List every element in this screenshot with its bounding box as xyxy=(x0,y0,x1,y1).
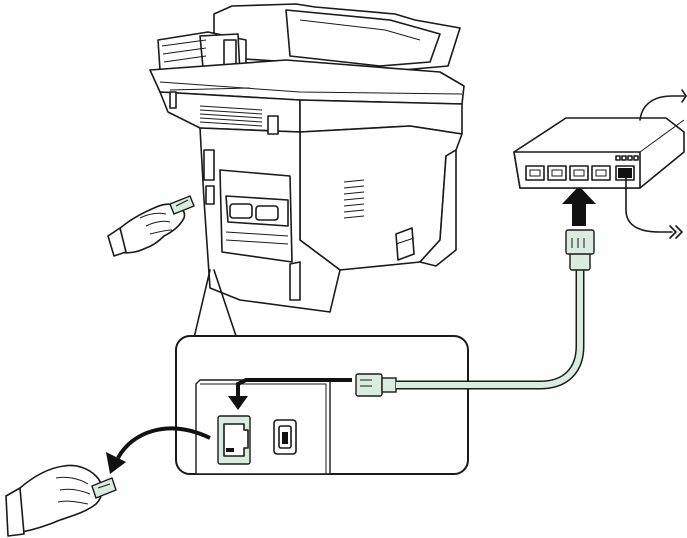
network-hub xyxy=(514,90,686,238)
hand-holding-connector-icon xyxy=(108,196,194,256)
usb-port xyxy=(274,420,296,454)
multifunction-printer xyxy=(150,4,464,312)
zoom-panel xyxy=(176,336,468,474)
lan-plug-hub-side xyxy=(566,230,594,270)
arrow-down-icon xyxy=(562,186,596,226)
hand-unplugging-connector-icon xyxy=(6,465,116,536)
lan-port xyxy=(218,416,250,464)
